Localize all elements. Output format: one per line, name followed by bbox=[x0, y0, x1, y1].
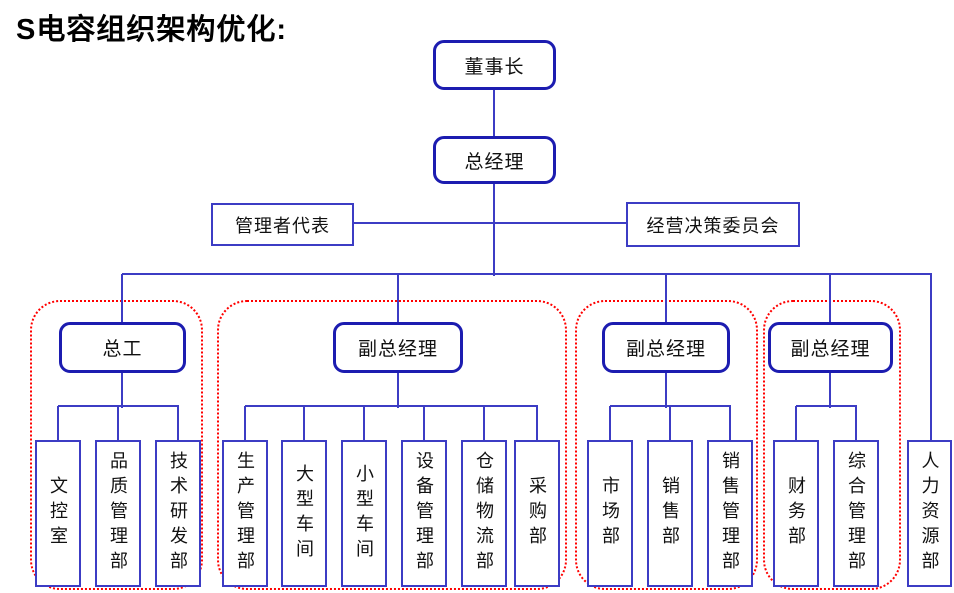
connector-line bbox=[363, 406, 365, 441]
dept-label: 综合管理部 bbox=[846, 451, 866, 576]
connector-line bbox=[930, 274, 932, 441]
node-decision-committee: 经营决策委员会 bbox=[626, 202, 800, 247]
connector-line bbox=[117, 406, 119, 441]
dept-sales-management: 销售管理部 bbox=[707, 440, 753, 587]
connector-line bbox=[665, 274, 667, 323]
dept-label: 市场部 bbox=[600, 476, 620, 551]
dept-large-workshop: 大型车间 bbox=[281, 440, 327, 587]
connector-line bbox=[244, 406, 246, 441]
node-management-representative: 管理者代表 bbox=[211, 203, 354, 246]
connector-line bbox=[829, 372, 831, 408]
node-general-manager: 总经理 bbox=[433, 136, 556, 184]
connector-line bbox=[494, 222, 626, 224]
node-label: 副总经理 bbox=[625, 339, 706, 360]
group-outline-chief-engineer bbox=[30, 300, 203, 590]
node-label: 副总经理 bbox=[357, 339, 438, 360]
connector-line bbox=[397, 372, 399, 408]
dept-production-management: 生产管理部 bbox=[222, 440, 268, 587]
dept-label: 财务部 bbox=[786, 476, 806, 551]
dept-document-control: 文控室 bbox=[35, 440, 81, 587]
connector-line bbox=[855, 406, 857, 441]
group-outline-production bbox=[217, 300, 567, 590]
connector-line bbox=[177, 406, 179, 441]
connector-line bbox=[245, 405, 538, 407]
dept-human-resources: 人力资源部 bbox=[907, 440, 952, 587]
node-deputy-gm-1: 副总经理 bbox=[333, 322, 463, 373]
node-label: 副总经理 bbox=[790, 339, 871, 360]
dept-label: 设备管理部 bbox=[414, 451, 434, 576]
connector-line bbox=[483, 406, 485, 441]
connector-line bbox=[610, 405, 731, 407]
connector-line bbox=[354, 222, 494, 224]
dept-label: 文控室 bbox=[48, 476, 68, 551]
node-chairman: 董事长 bbox=[433, 40, 556, 90]
connector-line bbox=[303, 406, 305, 441]
dept-label: 技术研发部 bbox=[168, 451, 188, 576]
dept-label: 大型车间 bbox=[294, 463, 314, 564]
connector-line bbox=[795, 406, 797, 441]
connector-line bbox=[796, 405, 857, 407]
dept-label: 采购部 bbox=[527, 476, 547, 551]
group-outline-finance bbox=[763, 300, 901, 590]
connector-line bbox=[669, 406, 671, 441]
node-deputy-gm-2: 副总经理 bbox=[602, 322, 730, 373]
dept-label: 生产管理部 bbox=[235, 451, 255, 576]
dept-label: 销售管理部 bbox=[720, 451, 740, 576]
connector-line bbox=[397, 274, 399, 323]
dept-general-management: 综合管理部 bbox=[833, 440, 879, 587]
dept-marketing: 市场部 bbox=[587, 440, 633, 587]
dept-finance: 财务部 bbox=[773, 440, 819, 587]
connector-line bbox=[57, 406, 59, 441]
node-label: 管理者代表 bbox=[235, 215, 330, 236]
dept-label: 品质管理部 bbox=[108, 451, 128, 576]
dept-label: 仓储物流部 bbox=[474, 451, 494, 576]
connector-line bbox=[122, 273, 932, 275]
dept-quality-management: 品质管理部 bbox=[95, 440, 141, 587]
node-chief-engineer: 总工 bbox=[59, 322, 186, 373]
node-label: 总工 bbox=[102, 339, 143, 360]
connector-line bbox=[423, 406, 425, 441]
connector-line bbox=[829, 274, 831, 323]
dept-tech-rd: 技术研发部 bbox=[155, 440, 201, 587]
dept-label: 人力资源部 bbox=[919, 451, 940, 576]
connector-line bbox=[121, 372, 123, 408]
node-deputy-gm-3: 副总经理 bbox=[768, 322, 893, 373]
connector-line bbox=[121, 274, 123, 323]
page-title: S电容组织架构优化: bbox=[16, 14, 288, 46]
node-label: 经营决策委员会 bbox=[646, 215, 780, 236]
node-label: 总经理 bbox=[464, 151, 525, 173]
node-label: 董事长 bbox=[464, 56, 525, 78]
connector-line bbox=[729, 406, 731, 441]
connector-line bbox=[58, 405, 179, 407]
connector-line bbox=[493, 90, 495, 138]
dept-sales: 销售部 bbox=[647, 440, 693, 587]
dept-small-workshop: 小型车间 bbox=[341, 440, 387, 587]
dept-warehouse-logistics: 仓储物流部 bbox=[461, 440, 507, 587]
dept-purchasing: 采购部 bbox=[514, 440, 560, 587]
dept-label: 小型车间 bbox=[354, 463, 374, 564]
connector-line bbox=[493, 184, 495, 276]
connector-line bbox=[536, 406, 538, 441]
connector-line bbox=[609, 406, 611, 441]
dept-label: 销售部 bbox=[660, 476, 680, 551]
dept-equipment-management: 设备管理部 bbox=[401, 440, 447, 587]
connector-line bbox=[665, 372, 667, 408]
